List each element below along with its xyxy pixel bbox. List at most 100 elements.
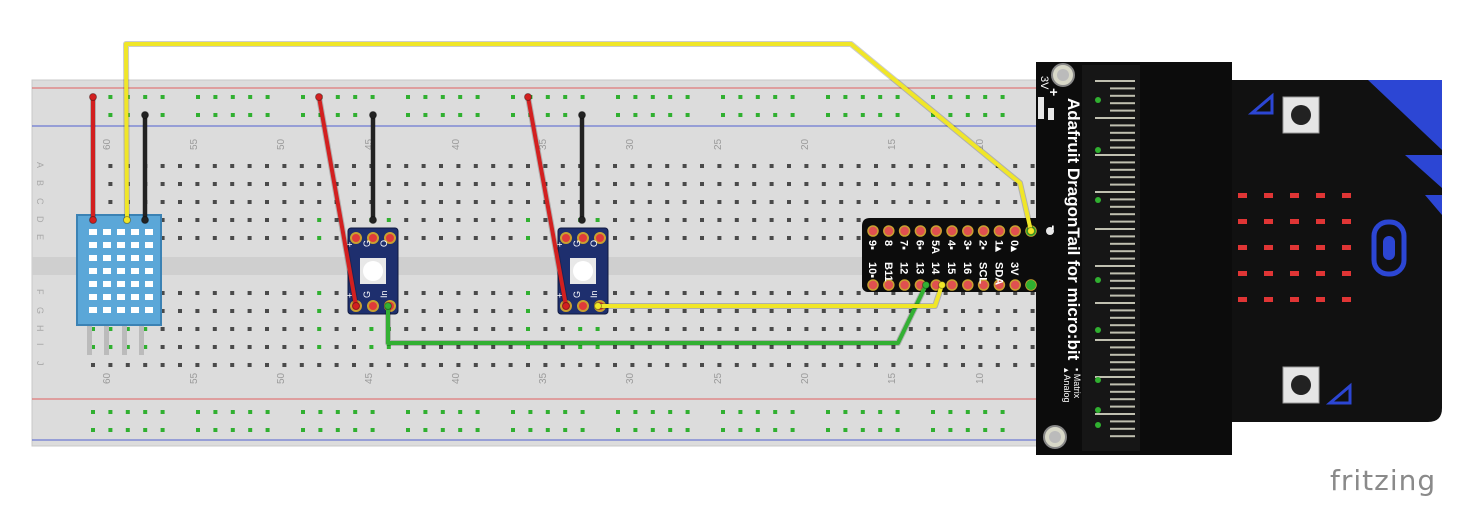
breadboard-hole	[700, 236, 704, 240]
breadboard-hole	[508, 327, 513, 331]
matrix-led	[1316, 193, 1325, 198]
breadboard-hole	[265, 363, 269, 367]
breadboard-hole	[404, 363, 409, 367]
rail-hole	[196, 95, 200, 99]
breadboard-hole	[804, 345, 809, 349]
breadboard-hole	[630, 291, 635, 295]
grill-slot	[103, 242, 111, 248]
rail-hole	[843, 428, 848, 432]
breadboard-hole	[386, 200, 391, 204]
breadboard-hole	[543, 164, 548, 168]
breadboard-hole	[265, 164, 269, 168]
breadboard-hole	[717, 363, 722, 367]
breadboard-hole	[613, 218, 617, 222]
breadboard-hole	[995, 327, 1000, 331]
breadboard-hole	[299, 291, 304, 295]
breadboard-hole	[299, 218, 304, 222]
header-label: 14	[929, 262, 941, 275]
breadboard-hole	[369, 345, 374, 349]
red-wire-2-end	[315, 93, 323, 101]
rail-hole	[983, 95, 988, 99]
breadboard-hole	[491, 363, 496, 367]
breadboard-hole	[265, 291, 269, 295]
breadboard-hole	[456, 200, 461, 204]
breadboard-hole	[856, 164, 861, 168]
breadboard-hole	[282, 164, 287, 168]
breadboard-hole	[752, 327, 757, 331]
breadboard-hole	[178, 327, 182, 331]
matrix-led	[1342, 245, 1351, 250]
breadboard-hole	[595, 363, 600, 367]
breadboard-hole	[839, 164, 844, 168]
breadboard-hole	[717, 200, 722, 204]
header-label: 8	[882, 240, 894, 246]
breadboard-hole	[787, 327, 791, 331]
grill-slot	[131, 255, 139, 261]
edge-pin	[1110, 205, 1135, 208]
breadboard-hole	[874, 363, 878, 367]
pad	[384, 232, 396, 244]
breadboard-hole	[369, 327, 374, 331]
dht-sensor[interactable]	[76, 214, 162, 355]
yellow-wire-data-end	[123, 216, 131, 224]
breadboard-hole	[456, 291, 461, 295]
breadboard-hole	[717, 218, 722, 222]
grill-slot	[103, 307, 111, 313]
breadboard-hole	[195, 164, 200, 168]
edge-pin	[1110, 109, 1135, 112]
breadboard-hole	[317, 164, 322, 168]
breadboard-hole	[178, 182, 182, 186]
breadboard-hole	[299, 182, 304, 186]
breadboard-hole	[630, 327, 635, 331]
breadboard-hole	[421, 345, 426, 349]
breadboard-hole	[787, 236, 791, 240]
rail-hole	[773, 113, 778, 117]
edge-pin	[1110, 242, 1135, 245]
rail-hole	[475, 113, 480, 117]
rail-hole	[860, 410, 865, 414]
rail-hole	[545, 113, 550, 117]
grill-slot	[117, 307, 125, 313]
breadboard-hole	[874, 200, 878, 204]
breadboard-hole	[769, 236, 774, 240]
breadboard-hole	[1030, 182, 1035, 186]
breadboard-hole	[891, 182, 896, 186]
rail-hole	[931, 428, 935, 432]
header-pin	[1009, 225, 1021, 237]
rail-hole	[650, 428, 655, 432]
rail-hole	[406, 428, 410, 432]
breadboard-hole	[473, 164, 478, 168]
breadboard-hole	[230, 182, 235, 186]
rail-hole	[738, 113, 743, 117]
breadboard-hole	[1030, 200, 1035, 204]
column-label: 20	[800, 372, 811, 384]
column-label: 15	[887, 138, 898, 150]
breadboard-hole	[299, 164, 304, 168]
rail-hole	[196, 113, 200, 117]
rail-hole	[685, 113, 690, 117]
rail-hole	[826, 428, 830, 432]
breadboard-hole	[212, 345, 217, 349]
edge-pin	[1110, 361, 1135, 364]
breadboard-hole	[908, 345, 913, 349]
red-wire-1-end	[89, 93, 97, 101]
breadboard-hole	[752, 345, 757, 349]
matrix-led	[1290, 193, 1299, 198]
rail-hole	[423, 113, 428, 117]
header-pin	[1046, 227, 1054, 235]
breadboard-hole	[943, 291, 948, 295]
breadboard-hole	[1030, 363, 1035, 367]
edge-pin	[1110, 250, 1135, 253]
row-label: C	[35, 198, 45, 205]
rail-hole	[1000, 410, 1005, 414]
breadboard-hole	[926, 164, 931, 168]
breadboard-hole	[943, 309, 948, 313]
microbit-board[interactable]	[1228, 80, 1442, 422]
breadboard-hole	[804, 309, 809, 313]
breadboard-hole	[456, 327, 461, 331]
